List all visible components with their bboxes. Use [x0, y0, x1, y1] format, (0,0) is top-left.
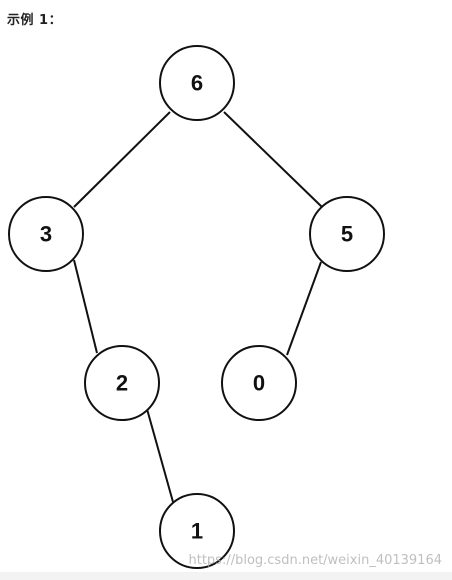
node-label: 1	[191, 519, 203, 544]
node-label: 2	[116, 371, 128, 396]
node-label: 6	[191, 71, 203, 96]
edge-6-5	[223, 111, 323, 208]
edge-5-0	[286, 261, 322, 356]
node-label: 3	[40, 222, 52, 247]
tree-node: 0	[221, 345, 297, 421]
tree-node: 2	[84, 345, 160, 421]
node-label: 0	[253, 371, 265, 396]
node-label: 5	[341, 222, 353, 247]
tree-node: 5	[309, 196, 385, 272]
edge-3-2	[73, 259, 98, 354]
watermark: https://blog.csdn.net/weixin_40139164	[188, 553, 442, 568]
edge-6-3	[73, 111, 171, 208]
edge-2-1	[146, 408, 174, 503]
bottom-strip	[0, 572, 452, 580]
nodes: 6 3 5 2 0 1	[8, 45, 385, 569]
tree-node: 3	[8, 196, 84, 272]
tree-node: 1	[159, 493, 235, 569]
tree-node: 6	[159, 45, 235, 121]
edges	[73, 111, 323, 503]
example-title: 示例 1：	[7, 13, 63, 28]
